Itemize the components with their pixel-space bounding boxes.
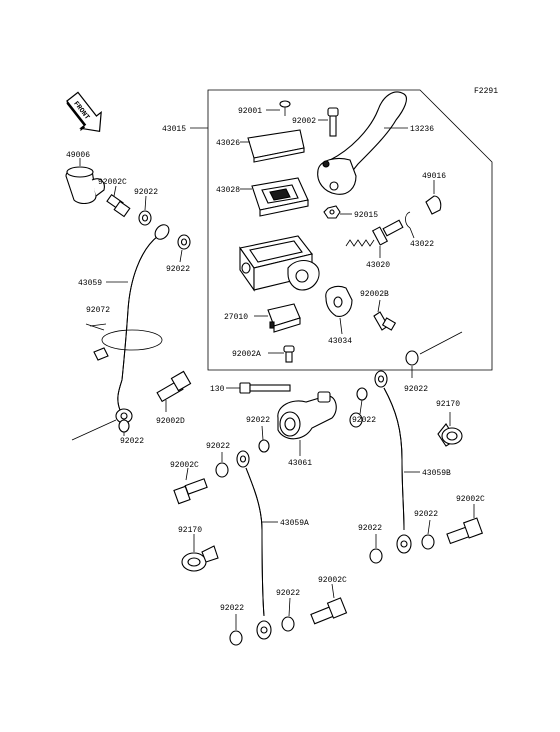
- label-92002c-left: 92002C: [170, 461, 199, 470]
- label-43026: 43026: [216, 139, 240, 148]
- label-92002b: 92002B: [360, 290, 389, 299]
- label-130: 130: [210, 385, 225, 394]
- bolt-92002: [318, 107, 339, 137]
- diaphragm-43028: [240, 177, 309, 217]
- boot-49016: [425, 180, 442, 215]
- master-cylinder-assembly-frame: [207, 89, 493, 371]
- washer-92022-bottom-a: [229, 614, 243, 646]
- label-92022-left-mid: 92022: [206, 442, 230, 451]
- label-92022-right-lower-a: 92022: [358, 524, 382, 533]
- label-92022-bottom-a: 92022: [220, 604, 244, 613]
- washer-92022-mid-a: [258, 425, 270, 453]
- label-92001: 92001: [238, 107, 262, 116]
- joint-43061: [277, 391, 337, 456]
- leader-line-right: [419, 331, 463, 355]
- label-92015: 92015: [354, 211, 378, 220]
- label-43034: 43034: [328, 337, 352, 346]
- front-arrow-icon: FRONT: [66, 91, 102, 133]
- washer-92022-upper-a: [138, 195, 152, 226]
- clamp-92170-right: [437, 412, 463, 447]
- label-43059b: 43059B: [422, 469, 451, 478]
- brake-lever-13236: [317, 91, 408, 195]
- label-43015: 43015: [162, 125, 186, 134]
- label-92022-right: 92022: [404, 385, 428, 394]
- washer-92022-right-lower-a: [369, 534, 383, 564]
- label-43020: 43020: [366, 261, 390, 270]
- switch-27010: [254, 303, 301, 333]
- washer-92022-left-mid: [215, 452, 229, 478]
- reservoir-cap-43026: [240, 129, 305, 163]
- brake-hose-43059b: [374, 370, 420, 554]
- banjo-bolt-92002c-right: [446, 504, 484, 545]
- label-92022-left-lower: 92022: [120, 437, 144, 446]
- label-92002d: 92002D: [156, 417, 185, 426]
- band-92072: [85, 323, 163, 361]
- label-92022-upper-b: 92022: [166, 265, 190, 274]
- holder-43034: [325, 285, 353, 335]
- banjo-bolt-92002c-upper: [106, 185, 131, 218]
- label-92002: 92002: [292, 117, 316, 126]
- label-49016: 49016: [422, 172, 446, 181]
- leader-line-left: [71, 419, 117, 441]
- washer-92022-left-lower: [118, 419, 130, 436]
- label-43028: 43028: [216, 186, 240, 195]
- bolt-92002d: [156, 370, 192, 412]
- label-92002c-upper: 92002C: [98, 178, 127, 187]
- banjo-bolt-92002c-left: [173, 467, 208, 505]
- nut-92015: [323, 205, 352, 219]
- bolt-92002b: [373, 299, 397, 331]
- cap-49006: [65, 158, 105, 205]
- washer-92022-mid-b: [349, 387, 368, 428]
- label-49006: 49006: [66, 151, 90, 160]
- bolt-130: [226, 382, 291, 394]
- label-92022-mid-b: 92022: [352, 416, 376, 425]
- label-92022-mid-a: 92022: [246, 416, 270, 425]
- screw-92002a: [268, 345, 295, 363]
- clamp-92170-left: [181, 534, 219, 572]
- washer-92022-bottom-b: [281, 597, 295, 632]
- banjo-bolt-92002c-bottom: [310, 583, 348, 625]
- washer-92022-right: [405, 350, 419, 378]
- figure-code: F2291: [474, 87, 498, 96]
- circlip-43022: [405, 211, 415, 239]
- label-92022-bottom-b: 92022: [276, 589, 300, 598]
- label-27010: 27010: [224, 313, 248, 322]
- washer-92022-right-lower-b: [421, 519, 435, 550]
- label-92002a: 92002A: [232, 350, 261, 359]
- label-43059a: 43059A: [280, 519, 309, 528]
- master-cylinder-body: [239, 235, 320, 292]
- label-43061: 43061: [288, 459, 312, 468]
- washer-92022-upper-b: [177, 234, 191, 263]
- label-92002c-bottom: 92002C: [318, 576, 347, 585]
- label-92022-upper-a: 92022: [134, 188, 158, 197]
- label-92022-right-lower-b: 92022: [414, 510, 438, 519]
- label-43022: 43022: [410, 240, 434, 249]
- label-13236: 13236: [410, 125, 434, 134]
- label-92002c-right: 92002C: [456, 495, 485, 504]
- label-92072: 92072: [86, 306, 110, 315]
- label-92170-right: 92170: [436, 400, 460, 409]
- piston-43020: [345, 219, 404, 258]
- label-43059: 43059: [78, 279, 102, 288]
- screw-92001: [266, 100, 291, 116]
- brake-hose-43059: [106, 224, 170, 424]
- label-92170-left: 92170: [178, 526, 202, 535]
- brake-hose-43059a: [236, 450, 278, 640]
